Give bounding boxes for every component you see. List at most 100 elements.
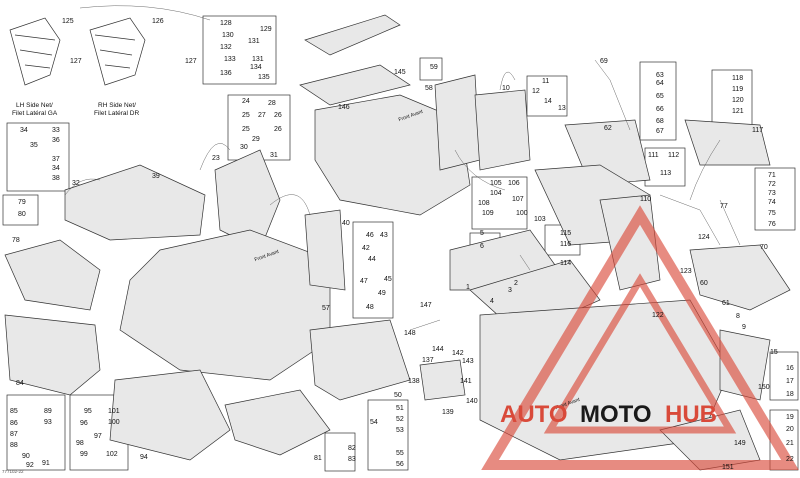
callout: 2 [514,280,518,287]
callout: 140 [466,398,478,405]
callout: 21 [786,440,794,447]
callout: 117 [752,127,764,134]
callout: 86 [10,420,18,427]
callout: 120 [732,97,744,104]
callout: 59 [430,64,438,71]
watermark-logo [481,205,799,470]
callout: 93 [44,419,52,426]
part-117 [684,119,771,166]
callout: 139 [442,409,454,416]
callout: 126 [152,18,164,25]
callout: 65 [656,93,664,100]
main-frame-left [119,229,331,381]
callout: 53 [396,427,404,434]
callout: 92 [26,462,34,469]
callout: 1 [466,284,470,291]
callout: 40 [342,220,350,227]
callout: 144 [432,346,444,353]
callout: 107 [512,196,524,203]
callout: 84 [16,380,24,387]
callout: 109 [482,210,494,217]
hardware-box-5 [526,75,568,117]
callout: 87 [10,431,18,438]
callout: 124 [698,234,710,241]
callout: 22 [786,456,794,463]
bracket-40 [304,209,346,291]
callout: 42 [362,245,370,252]
callout: 131 [248,38,260,45]
callout: 45 [384,276,392,283]
callout: 151 [722,464,734,471]
callout: 100 [516,210,528,217]
callout: 98 [76,440,84,447]
callout: 110 [640,196,652,203]
callout: 115 [560,230,572,237]
callout: 26 [274,126,282,133]
callout: 29 [252,136,260,143]
callout: 82 [348,445,356,452]
hardware-box-3 [6,122,70,192]
callout: 88 [10,442,18,449]
callout: 148 [404,330,416,337]
callout: 91 [42,460,50,467]
callout: 54 [370,419,378,426]
callout: 106 [508,180,520,187]
callout: 77 [720,203,728,210]
callout: 125 [62,18,74,25]
callout: 75 [768,210,776,217]
callout: 131 [252,56,264,63]
callout: 25 [242,126,250,133]
callout: 118 [732,75,744,82]
lh-side-net-caption-2: Filet Latéral GA [12,110,58,117]
part-137 [419,359,466,401]
callout: 4 [490,298,494,305]
callout: 23 [212,155,220,162]
panel-81 [224,389,331,456]
callout: 128 [220,20,232,27]
lh-side-net-frame [9,17,61,86]
hardware-box-20 [2,194,39,226]
callout: 149 [734,440,746,447]
leader-lines [64,5,741,331]
panel-58 [434,74,481,171]
callout: 68 [656,118,664,125]
part-146-upper [304,14,401,56]
callout: 89 [44,408,52,415]
callout: 111 [648,152,659,159]
callout: 18 [786,391,794,398]
hardware-box-7 [754,167,796,231]
callout: 130 [222,32,234,39]
callout: 119 [732,86,744,93]
callout: 6 [480,243,484,250]
callout: 25 [242,112,250,119]
hardware-box-9 [471,176,528,230]
callout: 113 [660,170,672,177]
callout: 49 [378,290,386,297]
floor-panel-upper [314,94,471,216]
callout: 146 [338,104,350,111]
callout: 80 [18,211,26,218]
callout: 34 [20,127,28,134]
callout: 16 [786,365,794,372]
battery-tray-50 [309,319,411,401]
callout: 63 [656,72,664,79]
callout: 60 [700,280,708,287]
callout: 13 [558,105,566,112]
callout: 48 [366,304,374,311]
callout: 137 [422,357,434,364]
callout: 70 [760,244,768,251]
callout: 122 [652,312,664,319]
callout: 52 [396,416,404,423]
callout: 135 [258,74,270,81]
hardware-box-10 [352,221,394,319]
part-145 [299,64,411,106]
callout: 127 [185,58,197,65]
callout: 71 [768,172,776,179]
callout: 133 [224,56,236,63]
side-panel-23 [214,149,281,251]
hardware-box-14 [324,432,356,472]
callout: 90 [22,453,30,460]
callout: 31 [270,152,278,159]
